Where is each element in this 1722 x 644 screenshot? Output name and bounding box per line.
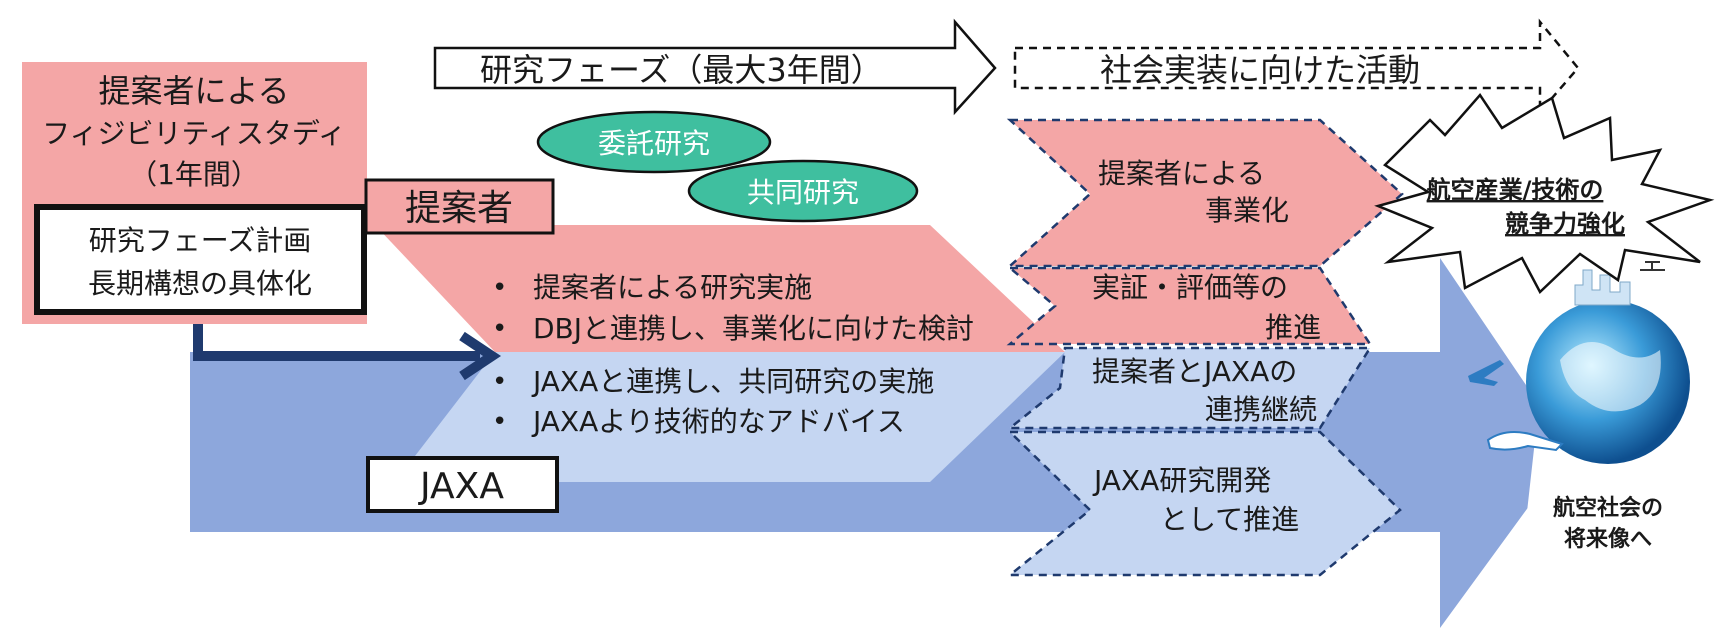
airplane-icon: [1468, 360, 1504, 386]
commissioned-research-label: 委託研究: [598, 127, 710, 160]
social-phase-arrow: [1013, 18, 1580, 116]
research-plan-line-1: 研究フェーズ計画: [89, 224, 312, 257]
competitiveness-burst: [1374, 92, 1715, 295]
jaxa-bullet-2: JAXAより技術的なアドバイス: [531, 405, 905, 438]
joint-research-oval: [687, 159, 919, 223]
demonstration-line-1: 実証・評価等の: [1092, 271, 1288, 304]
continuation-line-2: 連携継続: [1205, 393, 1317, 426]
drone-icon: [1640, 261, 1665, 271]
demonstration-line-2: 推進: [1265, 311, 1321, 344]
jaxa-rd-chevron: [1006, 430, 1402, 577]
continuation-chevron: [1006, 346, 1373, 430]
future-line-1: 航空社会の: [1553, 495, 1663, 521]
proposer-label-box: [364, 178, 555, 235]
commercialization-chevron: [1006, 118, 1404, 268]
proposer-bullet-1: 提案者による研究実施: [533, 271, 812, 304]
demonstration-chevron: [1006, 266, 1373, 346]
burst-line-1: 航空産業/技術の: [1427, 176, 1604, 204]
feasibility-line-2: フィジビリティスタディ: [42, 117, 346, 150]
proposer-bullet-2: DBJと連携し、事業化に向けた検討: [533, 312, 974, 345]
research-plan-line-2: 長期構想の具体化: [88, 267, 312, 300]
proposer-bullet-dot-1: •: [492, 273, 507, 303]
research-plan-box: [34, 204, 367, 315]
joint-research-label: 共同研究: [747, 176, 859, 209]
jaxa-label: JAXA: [418, 466, 504, 507]
globe-base: [1520, 440, 1690, 575]
jaxa-bullet-dot-2: •: [492, 407, 507, 437]
future-line-2: 将来像へ: [1564, 526, 1652, 552]
connector-arrowhead-icon: [459, 331, 502, 381]
globe-illustration: [1468, 261, 1690, 575]
airliner-icon: [1486, 431, 1564, 452]
continuation-line-1: 提案者とJAXAの: [1092, 355, 1297, 388]
proposer-label: 提案者: [405, 188, 513, 229]
burst-line-2: 競争力強化: [1505, 210, 1625, 238]
commercialization-line-2: 事業化: [1205, 194, 1289, 227]
proposer-activity-band: [375, 225, 1065, 352]
commercialization-line-1: 提案者による: [1098, 157, 1265, 190]
globe-continent-icon: [1560, 342, 1661, 412]
jaxa-bullet-1: JAXAと連携し、共同研究の実施: [531, 365, 934, 398]
feasibility-line-1: 提案者による: [98, 72, 289, 110]
jaxa-activity-band: [395, 352, 1065, 482]
connector-arrow: [193, 324, 480, 361]
jaxa-rd-line-1: JAXA研究開発: [1092, 464, 1271, 497]
social-phase-label: 社会実装に向けた活動: [1100, 51, 1420, 89]
jaxa-label-box: [366, 456, 559, 513]
feasibility-line-3: （1年間）: [129, 158, 259, 191]
research-phase-label: 研究フェーズ（最大3年間）: [480, 51, 883, 89]
commissioned-research-oval: [536, 110, 772, 174]
jaxa-bullet-dot-1: •: [492, 367, 507, 397]
jaxa-rd-line-2: として推進: [1160, 503, 1299, 536]
globe-city-skyline-icon: [1574, 269, 1631, 306]
research-phase-arrow: [433, 18, 997, 116]
proposer-bullet-dot-2: •: [492, 314, 507, 344]
